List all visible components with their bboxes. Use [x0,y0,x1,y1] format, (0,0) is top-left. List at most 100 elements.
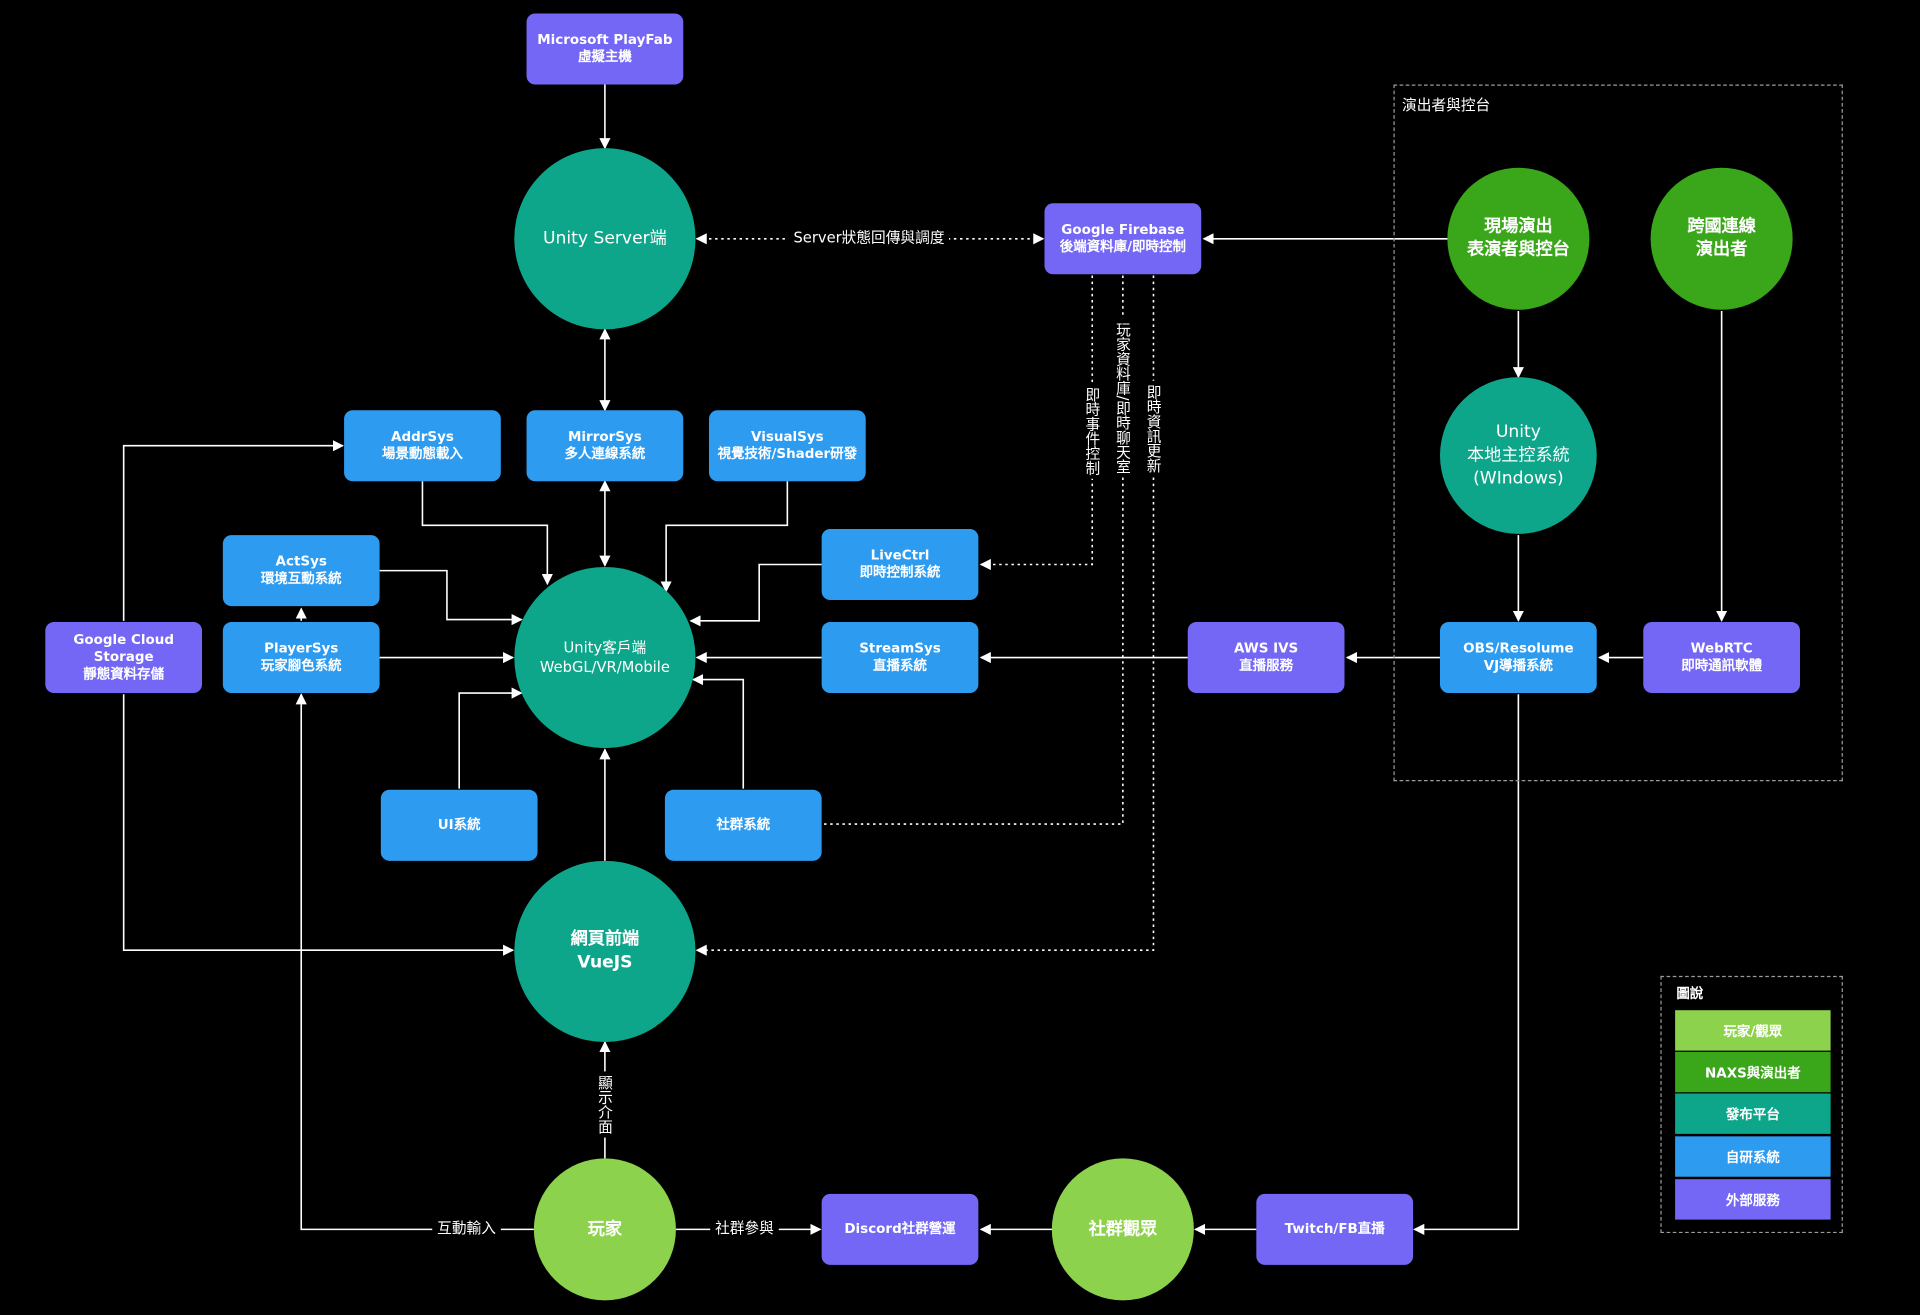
node-web-frontend: 網頁前端 VueJS [514,860,696,1043]
node-twitch-fb: Twitch/FB直播 [1256,1193,1414,1265]
edge-gcs-addr [122,440,344,621]
edge-label-player-db: 玩家資料庫/即時聊天室 [1113,318,1132,478]
node-label-line: WebRTC [1690,640,1753,657]
node-social-system: 社群系統 [664,789,822,861]
edge-addr-client [421,481,553,586]
node-label-line: 表演者與控台 [1466,240,1570,260]
node-label-line: VisualSys [751,428,824,445]
edge-firebase-livectrl [979,275,1094,571]
node-label-line: Google Firebase [1061,221,1185,238]
node-label-line: 玩家腳色系統 [260,657,342,674]
node-label-line: 社群系統 [716,816,771,833]
node-label-line: Microsoft PlayFab [537,31,673,48]
node-player: 玩家 [533,1158,676,1301]
node-label-line: 環境互動系統 [260,570,342,587]
node-ui-system: UI系統 [380,789,538,861]
node-label-line: StreamSys [859,640,941,657]
edge-ui-client [458,687,523,789]
node-label-line: Google Cloud Storage [73,631,174,665]
node-label-line: 視覺技術/Shader研發 [717,445,858,462]
edge-act-client [379,569,523,626]
node-label-line: VueJS [577,952,633,973]
node-label-line: 即時控制系統 [859,564,941,581]
node-discord: Discord社群營運 [821,1193,979,1265]
edge-firebase-social [821,275,1124,825]
node-label-line: 直播系統 [873,657,927,674]
legend-item: 自研系統 [1675,1136,1831,1177]
node-label-line: Unity客戶端 [563,639,647,657]
node-unity-local: Unity 本地主控系統 (WIndows) [1440,377,1597,534]
node-label-line: AWS IVS [1234,640,1299,657]
legend-item: 外部服務 [1675,1179,1831,1220]
node-unity-server: Unity Server端 [514,148,696,330]
node-intl-performer: 跨國連線演出者 [1650,167,1793,310]
node-label-line: 靜態資料存儲 [83,666,165,683]
edge-visual-client [660,481,789,593]
edge-livectrl-client [689,563,822,627]
node-label-line: Unity Server端 [542,228,667,248]
node-label-line: Twitch/FB直播 [1284,1220,1385,1237]
node-live-performer: 現場演出表演者與控台 [1447,167,1590,310]
node-label-line: Unity [1495,421,1541,442]
edge-label-interactive-input: 互動輸入 [432,1219,501,1238]
node-label-line: LiveCtrl [870,547,930,564]
edge-player-playersys [295,693,534,1231]
node-label-line: 後端資料庫/即時控制 [1059,238,1186,255]
node-label-line: 網頁前端 [570,929,640,949]
edge-label-realtime-event: 即時事件控制 [1082,383,1101,479]
node-label-line: 社群觀眾 [1088,1218,1158,1239]
edge-social-client [691,674,745,789]
node-label-line: 現場演出 [1484,216,1553,237]
node-label-line: 演出者 [1695,240,1748,260]
node-label-line: PlayerSys [264,640,339,657]
edge-label-server-firebase: Server狀態回傳與調度 [788,228,950,248]
edge-label-social-participation: 社群參與 [710,1219,779,1238]
node-label-line: 本地主控系統 [1466,445,1570,465]
edge-gcs-web [122,694,515,956]
node-label-line: 多人連線系統 [564,445,646,462]
node-label-line: 跨國連線 [1687,216,1756,237]
node-label-line: UI系統 [437,816,481,833]
node-social-audience: 社群觀眾 [1051,1158,1194,1301]
legend: 圖說 玩家/觀眾 NAXS與演出者 發布平台 自研系統 外部服務 [1660,975,1843,1234]
legend-item: 發布平台 [1675,1093,1831,1134]
edge-label-display-ui: 顯示介面 [595,1071,614,1138]
edge-firebase-web [695,275,1155,956]
node-label-line: 即時通訊軟體 [1681,657,1763,674]
node-label-line: 虛擬主機 [577,48,632,65]
group-title: 演出者與控台 [1402,96,1491,114]
node-label-line: AddrSys [391,428,454,445]
edge-obs-twitch [1413,694,1520,1235]
legend-item: 玩家/觀眾 [1675,1010,1831,1051]
legend-title: 圖說 [1676,985,1704,1002]
node-label-line: Discord社群營運 [844,1220,956,1237]
legend-item: NAXS與演出者 [1675,1051,1831,1093]
node-label-line: 直播服務 [1239,657,1294,674]
node-label-line: OBS/Resolume [1463,640,1574,657]
edge-label-realtime-update: 即時資訊更新 [1143,380,1163,477]
node-label-line: (WIndows) [1473,468,1564,488]
node-label-line: VJ導播系統 [1483,657,1554,674]
node-label-line: WebGL/VR/Mobile [539,658,670,676]
node-label-line: MirrorSys [568,428,642,445]
node-label-line: 場景動態載入 [382,445,463,462]
performer-console-group [1393,84,1843,782]
node-label-line: 玩家 [587,1218,623,1239]
node-label-line: ActSys [275,553,327,570]
